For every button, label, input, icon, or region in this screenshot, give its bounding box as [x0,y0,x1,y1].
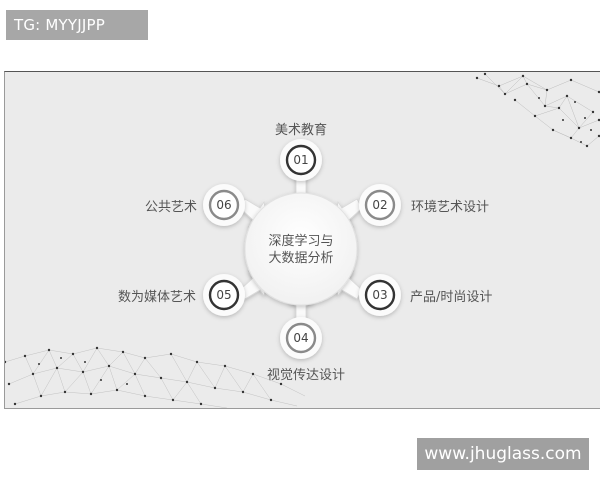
node-02-label: 环境艺术设计 [411,200,489,215]
node-04: 04 视觉传达设计 [267,317,345,383]
center-line-1: 深度学习与 [268,233,333,249]
center-line-2: 大数据分析 [268,251,333,266]
node-02-ring [364,189,396,221]
node-05-number: 05 [216,288,231,302]
node-02: 02 环境艺术设计 [359,184,489,226]
node-03: 03 产品/时尚设计 [359,274,492,316]
node-06-ring [208,189,240,221]
node-05: 05 数为媒体艺术 [118,274,245,316]
node-05-label: 数为媒体艺术 [118,290,196,305]
node-06-number: 06 [216,198,231,212]
tg-tag: TG: MYYJJPP [6,10,148,40]
node-04-label: 视觉传达设计 [267,368,345,383]
node-01-label: 美术教育 [275,122,327,138]
node-02-number: 02 [372,198,387,212]
node-05-ring [208,279,240,311]
node-01-ring [285,144,317,176]
network-decoration-top-right [475,72,600,148]
node-01-number: 01 [293,153,308,167]
node-06: 06 公共艺术 [145,184,245,226]
center-node: 深度学习与 大数据分析 [244,192,358,306]
node-03-number: 03 [372,288,387,302]
node-04-number: 04 [293,331,308,345]
node-01: 01 美术教育 [275,122,327,181]
network-decoration-bottom-left [5,346,305,408]
node-04-ring [285,322,317,354]
watermark-url: www.jhuglass.com [417,438,589,470]
node-03-ring [364,279,396,311]
node-06-label: 公共艺术 [145,200,197,215]
node-03-label: 产品/时尚设计 [410,290,492,305]
